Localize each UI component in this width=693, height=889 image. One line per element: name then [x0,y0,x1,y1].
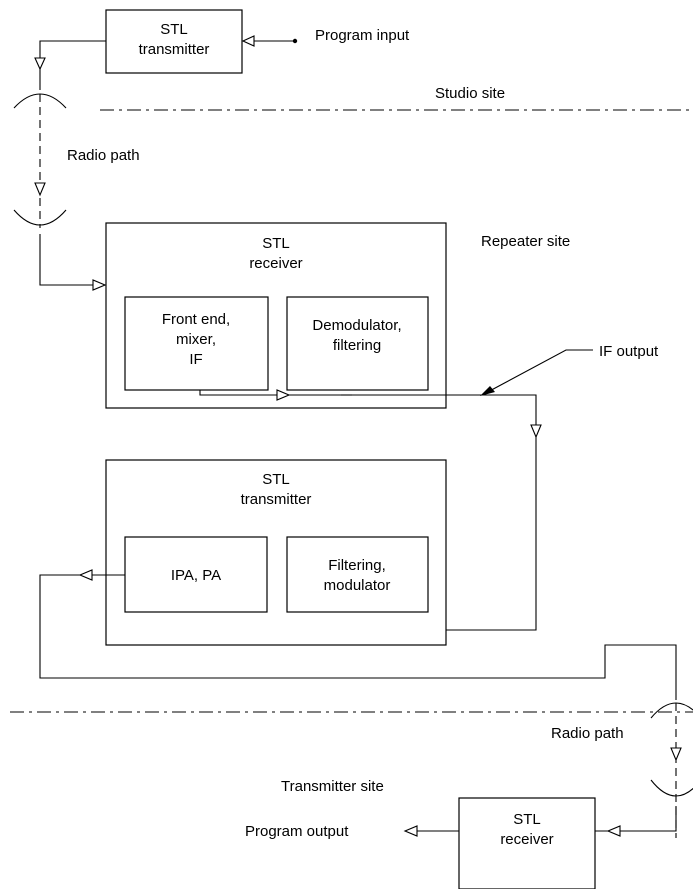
tx-top-feed-wire [39,40,106,90]
dish-bottom-transmit [650,702,693,719]
studio-site-label: Studio site [435,85,505,102]
filtering-modulator-line1: Filtering, [328,557,386,574]
program-input-label: Program input [315,27,410,44]
tx-repeater-output-wire [39,574,677,700]
dish-top-receive [13,209,67,226]
program-output-arrow [403,825,418,837]
radio-path-bottom-arrow [670,747,682,762]
if-output-pointer [480,386,495,396]
stl-receiver-repeater-line2: receiver [249,255,302,272]
if-output-label: IF output [599,343,659,360]
stl-transmitter-repeater-line2: transmitter [241,491,312,508]
front-end-line3: IF [189,351,202,368]
radio-path-top-arrow [34,182,46,197]
radio-path-top-label: Radio path [67,147,140,164]
radio-path-bottom-label: Radio path [551,725,624,742]
rx-input-arrow [92,279,107,291]
dish-bottom-receive [650,779,693,797]
ipa-pa-line1: IPA, PA [171,567,221,584]
transmitter-site-label: Transmitter site [281,778,384,795]
stl-receiver-bottom-box [458,797,596,889]
tx-top-feed-arrow [34,57,46,71]
rx-bottom-input-wire [595,806,677,832]
front-end-box [124,296,269,391]
program-input-terminal [292,38,298,44]
stl-receiver-bottom-line2: receiver [500,831,553,848]
rx-bottom-input-arrow [606,825,621,837]
stl-transmitter-top-line2: transmitter [139,41,210,58]
filtering-modulator-box [286,536,429,613]
rx-input-wire [39,234,106,286]
demodulator-line1: Demodulator, [312,317,401,334]
demodulator-box [286,296,429,391]
stl-receiver-bottom-line1: STL [513,811,541,828]
stl-receiver-repeater-line1: STL [262,235,290,252]
filtering-modulator-line2: modulator [324,577,391,594]
if-output-leader [483,349,593,395]
if-path-arrow-right [276,389,291,401]
front-end-line1: Front end, [162,311,230,328]
if-path-arrow-down [530,424,542,439]
program-output-label: Program output [245,823,349,840]
program-input-arrow [241,35,255,47]
tx-repeater-output-arrow [78,569,93,581]
stl-transmitter-top-line1: STL [160,21,188,38]
stl-transmitter-repeater-line1: STL [262,471,290,488]
front-end-line2: mixer, [176,331,216,348]
demodulator-line2: filtering [333,337,381,354]
repeater-site-label: Repeater site [481,233,570,250]
